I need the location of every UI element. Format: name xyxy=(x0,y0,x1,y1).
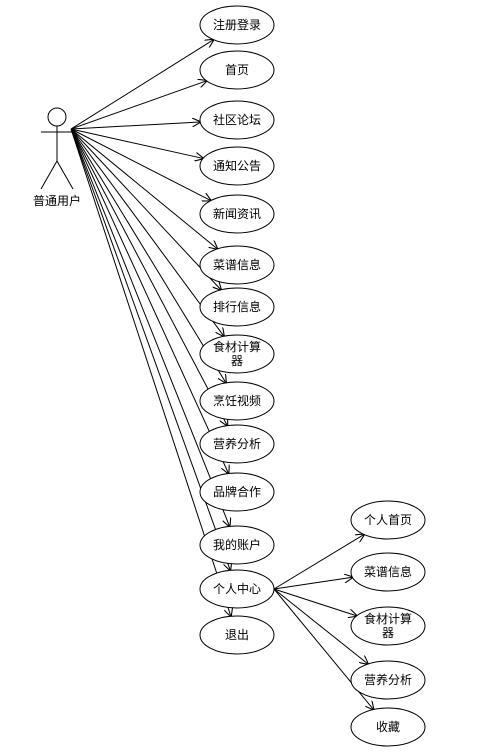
association-arrow-logout xyxy=(70,128,231,616)
use-case-ranking-info[interactable]: 排行信息 xyxy=(199,287,275,327)
actor-label: 普通用户 xyxy=(33,193,81,208)
use-case-logout[interactable]: 退出 xyxy=(199,615,275,655)
use-case-nutrition-analysis-label: 营养分析 xyxy=(213,436,261,451)
use-case-ingredient-calculator-label-line: 器 xyxy=(231,354,243,368)
sub-use-case-sub-recipe-info-ellipse xyxy=(350,552,426,592)
use-case-community-forum-label: 社区论坛 xyxy=(213,112,261,127)
sub-use-case-sub-ingredient-calculator-label: 食材计算器 xyxy=(364,611,412,640)
actor-head xyxy=(47,107,67,127)
association-lines xyxy=(70,40,374,710)
use-case-logout-ellipse xyxy=(199,615,275,655)
use-case-ingredient-calculator-label-line: 食材计算 xyxy=(213,339,261,354)
sub-use-case-sub-nutrition-analysis[interactable]: 营养分析 xyxy=(350,660,426,700)
association-arrow-nutrition-analysis xyxy=(70,128,227,426)
association-arrow-register-login xyxy=(70,40,214,130)
use-case-announcements-ellipse xyxy=(199,146,275,186)
actor-left-leg xyxy=(40,160,58,190)
sub-use-case-sub-nutrition-analysis-ellipse xyxy=(350,660,426,700)
association-arrow-ranking-info xyxy=(70,128,221,290)
use-case-cooking-video-label: 烹饪视频 xyxy=(213,393,261,408)
use-case-cooking-video[interactable]: 烹饪视频 xyxy=(199,381,275,421)
actor-right-leg xyxy=(56,160,74,190)
use-case-brand-cooperation-ellipse xyxy=(199,472,275,512)
association-arrow-my-account xyxy=(70,128,230,526)
use-case-ranking-info-ellipse xyxy=(199,287,275,327)
association-arrow-news xyxy=(70,128,211,201)
use-case-news-label: 新闻资讯 xyxy=(213,206,261,221)
use-case-recipe-info-ellipse xyxy=(199,245,275,285)
use-case-register-login[interactable]: 注册登录 xyxy=(199,5,275,45)
association-arrow-ingredient-calculator xyxy=(70,128,224,336)
sub-use-case-favorites-label: 收藏 xyxy=(376,720,400,734)
use-case-logout-label: 退出 xyxy=(225,628,249,642)
use-case-announcements-label: 通知公告 xyxy=(213,159,261,173)
use-case-recipe-info[interactable]: 菜谱信息 xyxy=(199,245,275,285)
association-arrow-recipe-info xyxy=(70,128,217,249)
sub-use-case-personal-home-ellipse xyxy=(350,500,426,540)
use-case-ingredient-calculator[interactable]: 食材计算器 xyxy=(199,334,275,374)
use-case-announcements[interactable]: 通知公告 xyxy=(199,146,275,186)
sub-use-case-favorites[interactable]: 收藏 xyxy=(350,707,426,747)
use-case-recipe-info-label: 菜谱信息 xyxy=(213,257,261,272)
sub-use-case-favorites-ellipse xyxy=(350,707,426,747)
use-case-my-account[interactable]: 我的账户 xyxy=(199,525,275,565)
use-case-community-forum[interactable]: 社区论坛 xyxy=(199,100,275,140)
use-case-home[interactable]: 首页 xyxy=(199,50,275,90)
use-case-brand-cooperation-label: 品牌合作 xyxy=(213,484,261,499)
use-case-cooking-video-ellipse xyxy=(199,381,275,421)
sub-association-arrow-sub-recipe-info xyxy=(273,577,352,590)
use-case-my-account-label: 我的账户 xyxy=(213,537,261,552)
use-case-nutrition-analysis-ellipse xyxy=(199,424,275,464)
use-case-news[interactable]: 新闻资讯 xyxy=(199,194,275,234)
sub-association-arrow-personal-home xyxy=(273,534,364,590)
actor-ordinary-user: 普通用户 xyxy=(33,107,81,208)
use-case-ingredient-calculator-ellipse xyxy=(199,334,275,374)
association-arrow-announcements xyxy=(70,128,203,158)
use-case-my-account-ellipse xyxy=(199,525,275,565)
sub-use-case-sub-nutrition-analysis-label: 营养分析 xyxy=(364,672,412,687)
sub-use-case-sub-ingredient-calculator-label-line: 食材计算 xyxy=(364,611,412,626)
use-case-personal-center[interactable]: 个人中心 xyxy=(199,569,275,609)
sub-use-case-personal-home[interactable]: 个人首页 xyxy=(350,500,426,540)
sub-use-case-sub-recipe-info-label: 菜谱信息 xyxy=(364,564,412,579)
sub-association-arrow-sub-nutrition-analysis xyxy=(273,588,368,664)
use-case-brand-cooperation[interactable]: 品牌合作 xyxy=(199,472,275,512)
association-arrow-home xyxy=(70,81,207,130)
sub-use-case-sub-ingredient-calculator-label-line: 器 xyxy=(382,626,394,640)
sub-use-case-sub-recipe-info[interactable]: 菜谱信息 xyxy=(350,552,426,592)
use-case-ingredient-calculator-label: 食材计算器 xyxy=(213,339,261,368)
use-case-ranking-info-label: 排行信息 xyxy=(213,299,261,314)
sub-association-arrow-sub-ingredient-calculator xyxy=(273,588,357,616)
use-case-register-login-label: 注册登录 xyxy=(213,17,261,32)
sub-use-case-sub-ingredient-calculator[interactable]: 食材计算器 xyxy=(350,606,426,646)
use-case-personal-center-ellipse xyxy=(199,569,275,609)
use-case-nutrition-analysis[interactable]: 营养分析 xyxy=(199,424,275,464)
use-case-home-label: 首页 xyxy=(225,63,249,77)
use-case-home-ellipse xyxy=(199,50,275,90)
use-case-register-login-ellipse xyxy=(199,5,275,45)
association-arrow-brand-cooperation xyxy=(70,128,229,474)
use-cases: 注册登录首页社区论坛通知公告新闻资讯菜谱信息排行信息食材计算器烹饪视频营养分析品… xyxy=(199,5,275,655)
sub-use-case-personal-home-label: 个人首页 xyxy=(364,513,412,527)
association-arrow-community-forum xyxy=(70,122,200,130)
use-case-news-ellipse xyxy=(199,194,275,234)
use-case-personal-center-label: 个人中心 xyxy=(213,581,261,596)
sub-use-case-sub-ingredient-calculator-ellipse xyxy=(350,606,426,646)
use-case-community-forum-ellipse xyxy=(199,100,275,140)
association-arrow-cooking-video xyxy=(70,128,226,383)
